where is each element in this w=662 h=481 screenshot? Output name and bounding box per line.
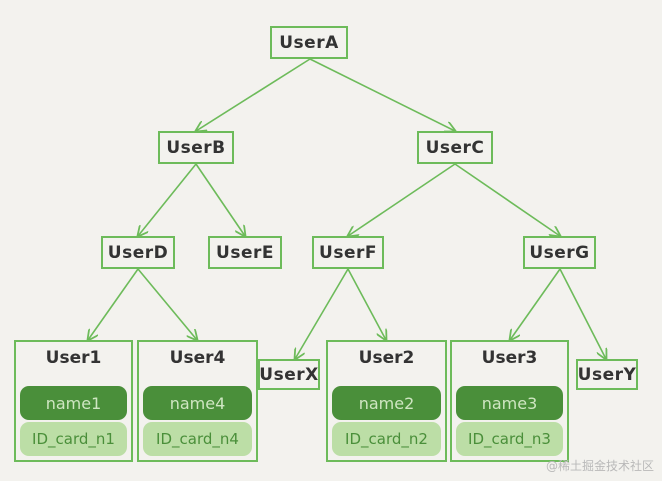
leaf-title: User1 <box>45 348 102 368</box>
edge-d-4 <box>137 268 197 340</box>
edge-d-1 <box>88 268 139 340</box>
node-userc: UserC <box>417 131 493 164</box>
node-usera: UserA <box>270 26 348 59</box>
id-card-field: ID_card_n1 <box>20 422 127 456</box>
edge-c-g <box>454 163 560 236</box>
watermark-text: @稀土掘金技术社区 <box>545 459 654 473</box>
node-userx: UserX <box>258 359 320 390</box>
id-card-field: ID_card_n3 <box>456 422 563 456</box>
node-userg: UserG <box>523 236 596 269</box>
id-card-field: ID_card_n2 <box>332 422 441 456</box>
name-field: name1 <box>20 386 127 420</box>
leaf-title: User4 <box>169 348 226 368</box>
edge-b-e <box>195 163 245 236</box>
id-card-field: ID_card_n4 <box>143 422 252 456</box>
node-userb: UserB <box>158 131 234 164</box>
edge-c-f <box>348 163 456 236</box>
leaf-user3: User3 name3 ID_card_n3 <box>450 340 569 462</box>
edge-g-y <box>559 268 606 359</box>
node-userf: UserF <box>312 236 384 269</box>
edge-f-x <box>295 268 349 359</box>
edge-a-b <box>196 58 311 131</box>
edge-f-2 <box>347 268 386 340</box>
name-field: name2 <box>332 386 441 420</box>
node-usere: UserE <box>208 236 282 269</box>
name-field: name3 <box>456 386 563 420</box>
leaf-user1: User1 name1 ID_card_n1 <box>14 340 133 462</box>
leaf-user2: User2 name2 ID_card_n2 <box>326 340 447 462</box>
node-userd: UserD <box>101 236 175 269</box>
leaf-user4: User4 name4 ID_card_n4 <box>137 340 258 462</box>
edge-g-3 <box>510 268 561 340</box>
edge-a-c <box>309 58 455 131</box>
edge-b-d <box>138 163 197 236</box>
leaf-title: User3 <box>481 348 538 368</box>
node-usery: UserY <box>576 359 638 390</box>
name-field: name4 <box>143 386 252 420</box>
leaf-title: User2 <box>358 348 415 368</box>
